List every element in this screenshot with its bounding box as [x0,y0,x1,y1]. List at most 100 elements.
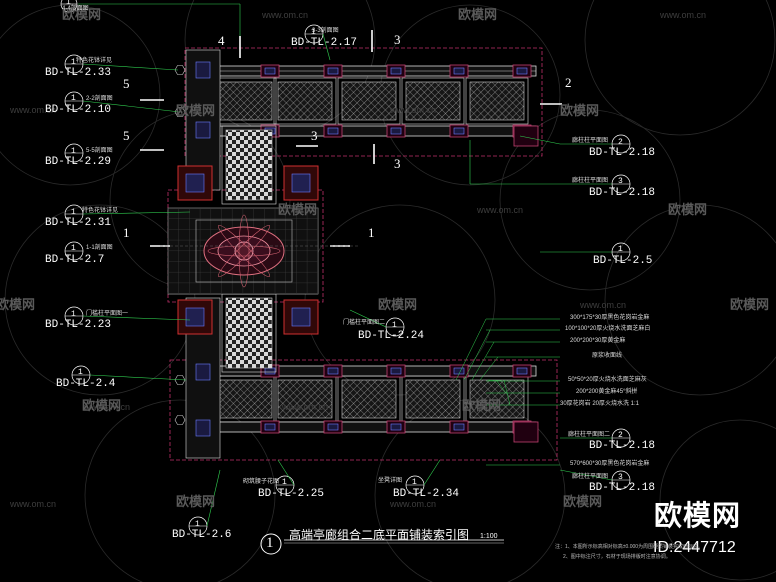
ref-number: 3 [618,177,623,186]
ref-caption: 门槛柱平面图一 [86,311,129,317]
ref-code: BD-TL-2.33 [45,67,112,79]
boundary-outline [169,359,558,461]
medallion-petal [217,224,271,278]
material-leader [503,379,511,406]
column-core [264,367,276,375]
ref-number: 1 [71,244,76,253]
planter-inner [185,173,205,193]
watermark-url: www.om.cn [580,300,627,310]
watermark-logo: 欧模网 [668,202,708,217]
planter-inner [185,307,205,327]
ref-caption: 3-3剖面图 [312,28,339,34]
material-label: 30厚花岗岩 20厚火烧水洗 1:1 [560,401,640,407]
leader-line [322,33,331,61]
leader-line [206,469,221,527]
column-core [264,423,276,431]
column-core [390,127,402,135]
ref-number: 1 [392,321,397,330]
id-watermark: ID:2447712 [653,539,736,556]
watermark-logo: 欧模网 [0,297,36,312]
column-core [516,67,528,75]
leader-line [559,469,613,481]
column-core [453,423,465,431]
material-label: 原浆收面线 [592,353,623,359]
note-line: 2、图中标注尺寸，石材于现场排版时注意协调。 [563,554,671,560]
ref-caption: 1-1剖面图 [86,245,113,251]
ref-code: BD-TL-2.7 [45,254,105,266]
note-line: 注：1、本图所示标高相对标高±0.000为周围硬质铺装完成面标高。 [555,544,704,550]
bottom-beam-lower [195,421,537,433]
material-leader [455,318,487,381]
ref-caption: 特色花钵详见 [82,208,119,214]
watermark-ring [659,419,776,581]
section-mark: 3 [394,156,401,171]
end-cap [513,421,539,443]
ref-number: 1 [195,520,200,529]
material-label: 300*175*30厚黑色花岗岩金麻 [570,315,650,321]
watermark-url: www.om.cn [390,105,437,115]
column-core [264,67,276,75]
material-leader [487,379,503,382]
ref-code: BD-TL-2.18 [589,147,656,159]
paving-panel-frame [401,77,465,125]
section-mark: 5 [123,76,130,91]
column-core [390,367,402,375]
end-cap [513,125,539,147]
ref-code: BD-TL-2.23 [45,319,112,331]
leader-line [82,63,179,71]
column-core [327,367,339,375]
paving-panel-frame [465,77,529,125]
hex-marker [174,415,186,425]
section-mark: 5 [123,128,130,143]
hex-marker [174,107,186,117]
watermark-logo: 欧模网 [730,297,770,312]
section-mark: 1 [368,225,375,240]
watermark-url: www.om.cn [390,499,437,509]
title-circle [260,533,282,555]
ref-code: BD-TL-2.17 [291,37,358,49]
ref-number: 1 [311,28,316,37]
paving-panel [405,379,461,419]
paving-panel [469,81,525,121]
medallion-petal [238,214,250,288]
material-label: 570*600*30厚黑色花岗岩金麻 [570,461,650,467]
planter-inner [291,307,311,327]
material-label: 200*200*30厚黄金麻 [570,338,626,344]
material-leader [495,379,507,394]
watermark-url: www.om.cn [282,402,329,412]
column-core [327,127,339,135]
end-block [195,363,211,381]
ref-number: 2 [618,138,623,147]
drawing-scale: 1:100 [480,533,498,540]
ref-number: 1 [66,0,71,7]
watermark-ring [584,0,776,136]
paving-panel [217,81,273,121]
watermark-logo: 欧模网 [563,494,603,509]
ref-code: BD-TL-2.25 [258,488,325,500]
leader-line [423,459,441,486]
ref-caption: 4-4剖面图 [62,6,89,12]
drawing-number: 1 [266,535,274,551]
ref-caption: 廊柱柱平面图 [572,138,609,144]
section-mark: 2 [565,75,572,90]
ref-caption: 5-5剖面图 [86,148,113,154]
ref-number: 2 [618,431,623,440]
leader-line [89,374,187,381]
end-block [195,121,211,139]
paving-panel [277,81,333,121]
watermark-logo: 欧模网 [462,398,502,413]
column-core [516,367,528,375]
watermark-url: www.om.cn [660,10,707,20]
ref-code: BD-TL-2.18 [589,482,656,494]
ref-caption: 砌筑腰子花图 [243,479,280,485]
paving-panel [405,81,461,121]
material-label: 50*50*20厚火烧水洗面芝麻灰 [568,377,647,383]
material-leader [471,341,495,381]
material-label: 100*100*20厚火烧水洗面芝麻白 [565,326,651,332]
watermark-ring [604,204,776,396]
paving-panel [277,379,333,419]
ref-code: BD-TL-2.18 [589,440,656,452]
leader-line [277,459,295,486]
watermark-ring [84,399,276,582]
ref-number: 1 [71,94,76,103]
